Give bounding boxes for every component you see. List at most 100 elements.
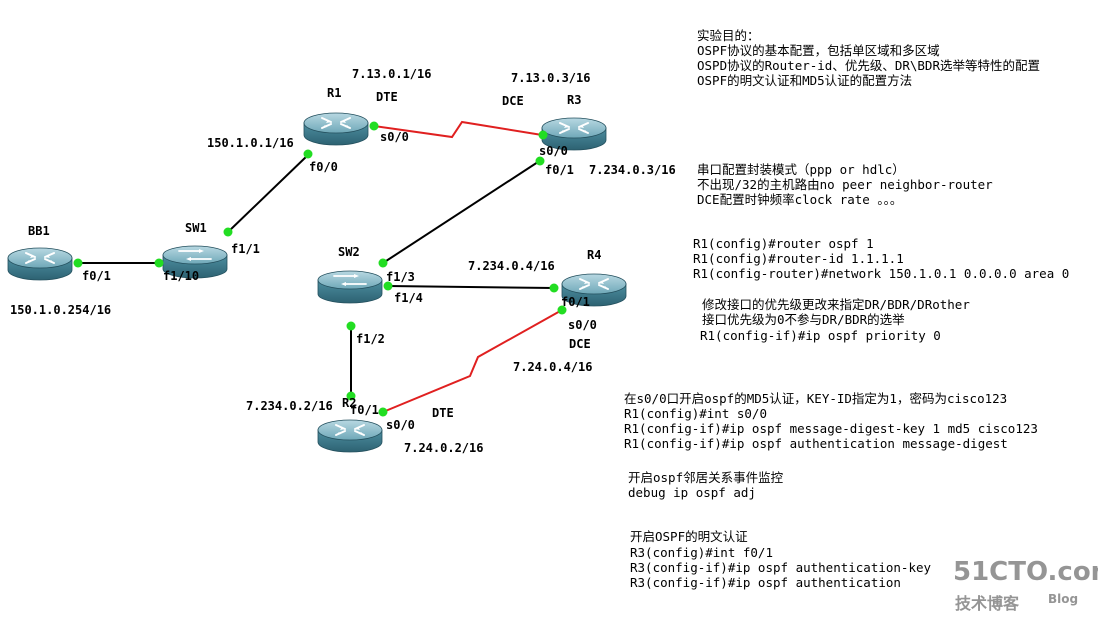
interface-label: s0/0 [539, 144, 568, 158]
note-line: R1(config-if)#ip ospf priority 0 [700, 328, 941, 343]
device-name-r4: R4 [587, 248, 601, 262]
device-name-sw2: SW2 [338, 245, 360, 259]
interface-label: f1/2 [356, 332, 385, 346]
interface-label: s0/0 [568, 318, 597, 332]
note-line: R1(config-router)#network 150.1.0.1 0.0.… [693, 266, 1069, 281]
interface-labels: 7.13.0.1/16 7.13.0.3/16 DTE DCE s0/0 s0/… [10, 67, 676, 455]
watermark-sub: 技术博客 [955, 594, 1020, 613]
device-name-r1: R1 [327, 86, 341, 100]
note-serial: 串口配置封装模式（ppp or hdlc） 不出现/32的主机路由no peer… [697, 162, 993, 207]
port-dot [73, 258, 83, 268]
interface-label: f1/10 [163, 269, 199, 283]
note-line: R1(config)#router ospf 1 [693, 236, 874, 251]
device-name-r2: R2 [342, 396, 356, 410]
port-dot [369, 121, 379, 131]
port-dot [223, 227, 233, 237]
router-icon [317, 419, 383, 453]
note-line: 接口优先级为0不参与DR/BDR的选举 [702, 312, 905, 327]
note-line: 不出现/32的主机路由no peer neighbor-router [697, 177, 993, 192]
interface-label: f0/1 [350, 403, 379, 417]
note-line: 开启ospf邻居关系事件监控 [628, 470, 784, 485]
note-plain-auth: 开启OSPF的明文认证 R3(config)#int f0/1 R3(confi… [630, 529, 931, 590]
ip-label: 7.13.0.3/16 [511, 71, 590, 85]
note-line: OSPF协议的基本配置，包括单区域和多区域 [697, 43, 940, 58]
ip-label: 7.234.0.2/16 [246, 399, 333, 413]
note-line: OSPF的明文认证和MD5认证的配置方法 [697, 73, 912, 88]
switch-icon [317, 270, 383, 304]
note-line: 修改接口的优先级更改来指定DR/BDR/DRother [702, 297, 970, 312]
note-line: debug ip ospf adj [628, 485, 756, 500]
port-dot [378, 407, 388, 417]
interface-label: s0/0 [386, 418, 415, 432]
serial-link-r4-r2 [382, 309, 563, 413]
device-name-r3: R3 [567, 93, 581, 107]
interface-label: f0/1 [561, 295, 590, 309]
note-line: R1(config)#router-id 1.1.1.1 [693, 251, 904, 266]
interface-label: f0/1 [545, 163, 574, 177]
ip-label: 7.234.0.3/16 [589, 163, 676, 177]
port-dot [549, 283, 559, 293]
note-router-config: R1(config)#router ospf 1 R1(config)#rout… [693, 236, 1069, 281]
ip-label: 7.234.0.4/16 [468, 259, 555, 273]
note-line: R3(config-if)#ip ospf authentication [630, 575, 901, 590]
ip-label: 7.24.0.4/16 [513, 360, 592, 374]
note-line: 实验目的： [697, 28, 760, 43]
links [78, 120, 563, 413]
ip-label: 150.1.0.1/16 [207, 136, 294, 150]
port-dots [73, 121, 567, 417]
dce-label: DCE [569, 337, 591, 351]
note-line: 在s0/0口开启ospf的MD5认证，KEY-ID指定为1，密码为cisco12… [624, 391, 1007, 406]
device-name-sw1: SW1 [185, 221, 207, 235]
note-line: OSPD协议的Router-id、优先级、DR\BDR选举等特性的配置 [697, 58, 1040, 73]
interface-label: f0/0 [309, 160, 338, 174]
interface-label: f0/1 [82, 269, 111, 283]
router-icon [7, 247, 73, 281]
note-line: 开启OSPF的明文认证 [630, 529, 748, 544]
note-priority: 修改接口的优先级更改来指定DR/BDR/DRother 接口优先级为0不参与DR… [700, 297, 970, 343]
note-line: 串口配置封装模式（ppp or hdlc） [697, 162, 905, 177]
note-line: R3(config)#int f0/1 [630, 545, 773, 560]
port-dot [346, 391, 356, 401]
link-r3-sw2 [382, 159, 542, 264]
link-sw2-r4 [387, 285, 555, 289]
port-dot [303, 149, 313, 159]
ip-label: 7.24.0.2/16 [404, 441, 483, 455]
watermark-brand: 51CTO.com [953, 557, 1098, 587]
ip-label: 150.1.0.254/16 [10, 303, 111, 317]
router-r2[interactable] [317, 419, 383, 453]
dte-label: DTE [376, 90, 398, 104]
switch-sw2[interactable] [317, 270, 383, 304]
router-icon [303, 112, 369, 146]
watermark-blog: Blog [1048, 592, 1078, 606]
port-dot [557, 305, 567, 315]
interface-label: f1/4 [394, 291, 423, 305]
note-md5: 在s0/0口开启ospf的MD5认证，KEY-ID指定为1，密码为cisco12… [624, 391, 1038, 451]
dte-label: DTE [432, 406, 454, 420]
port-dot [538, 130, 548, 140]
port-dot [346, 321, 356, 331]
note-line: R1(config-if)#ip ospf authentication mes… [624, 436, 1008, 451]
ip-label: 7.13.0.1/16 [352, 67, 431, 81]
note-line: R1(config)#int s0/0 [624, 406, 767, 421]
device-name-bb1: BB1 [28, 224, 50, 238]
port-dot [154, 258, 164, 268]
device-names: BB1 SW1 R1 R3 SW2 R4 R2 [28, 86, 601, 410]
interface-label: f1/1 [231, 242, 260, 256]
router-r1[interactable] [303, 112, 369, 146]
port-dot [535, 156, 545, 166]
port-dot [383, 281, 393, 291]
link-sw1-r1 [227, 154, 309, 233]
watermark: 51CTO.com 技术博客 Blog [953, 557, 1098, 613]
note-goal: 实验目的： OSPF协议的基本配置，包括单区域和多区域 OSPD协议的Route… [697, 28, 1040, 88]
note-line: R3(config-if)#ip ospf authentication-key [630, 560, 931, 575]
port-dot [378, 258, 388, 268]
interface-label: s0/0 [380, 130, 409, 144]
note-debug: 开启ospf邻居关系事件监控 debug ip ospf adj [628, 470, 784, 500]
interface-label: f1/3 [386, 270, 415, 284]
note-line: DCE配置时钟频率clock rate 。。。 [697, 192, 902, 207]
dce-label: DCE [502, 94, 524, 108]
note-line: R1(config-if)#ip ospf message-digest-key… [624, 421, 1038, 436]
serial-link-r1-r3 [373, 120, 543, 139]
router-bb1[interactable] [7, 247, 73, 281]
